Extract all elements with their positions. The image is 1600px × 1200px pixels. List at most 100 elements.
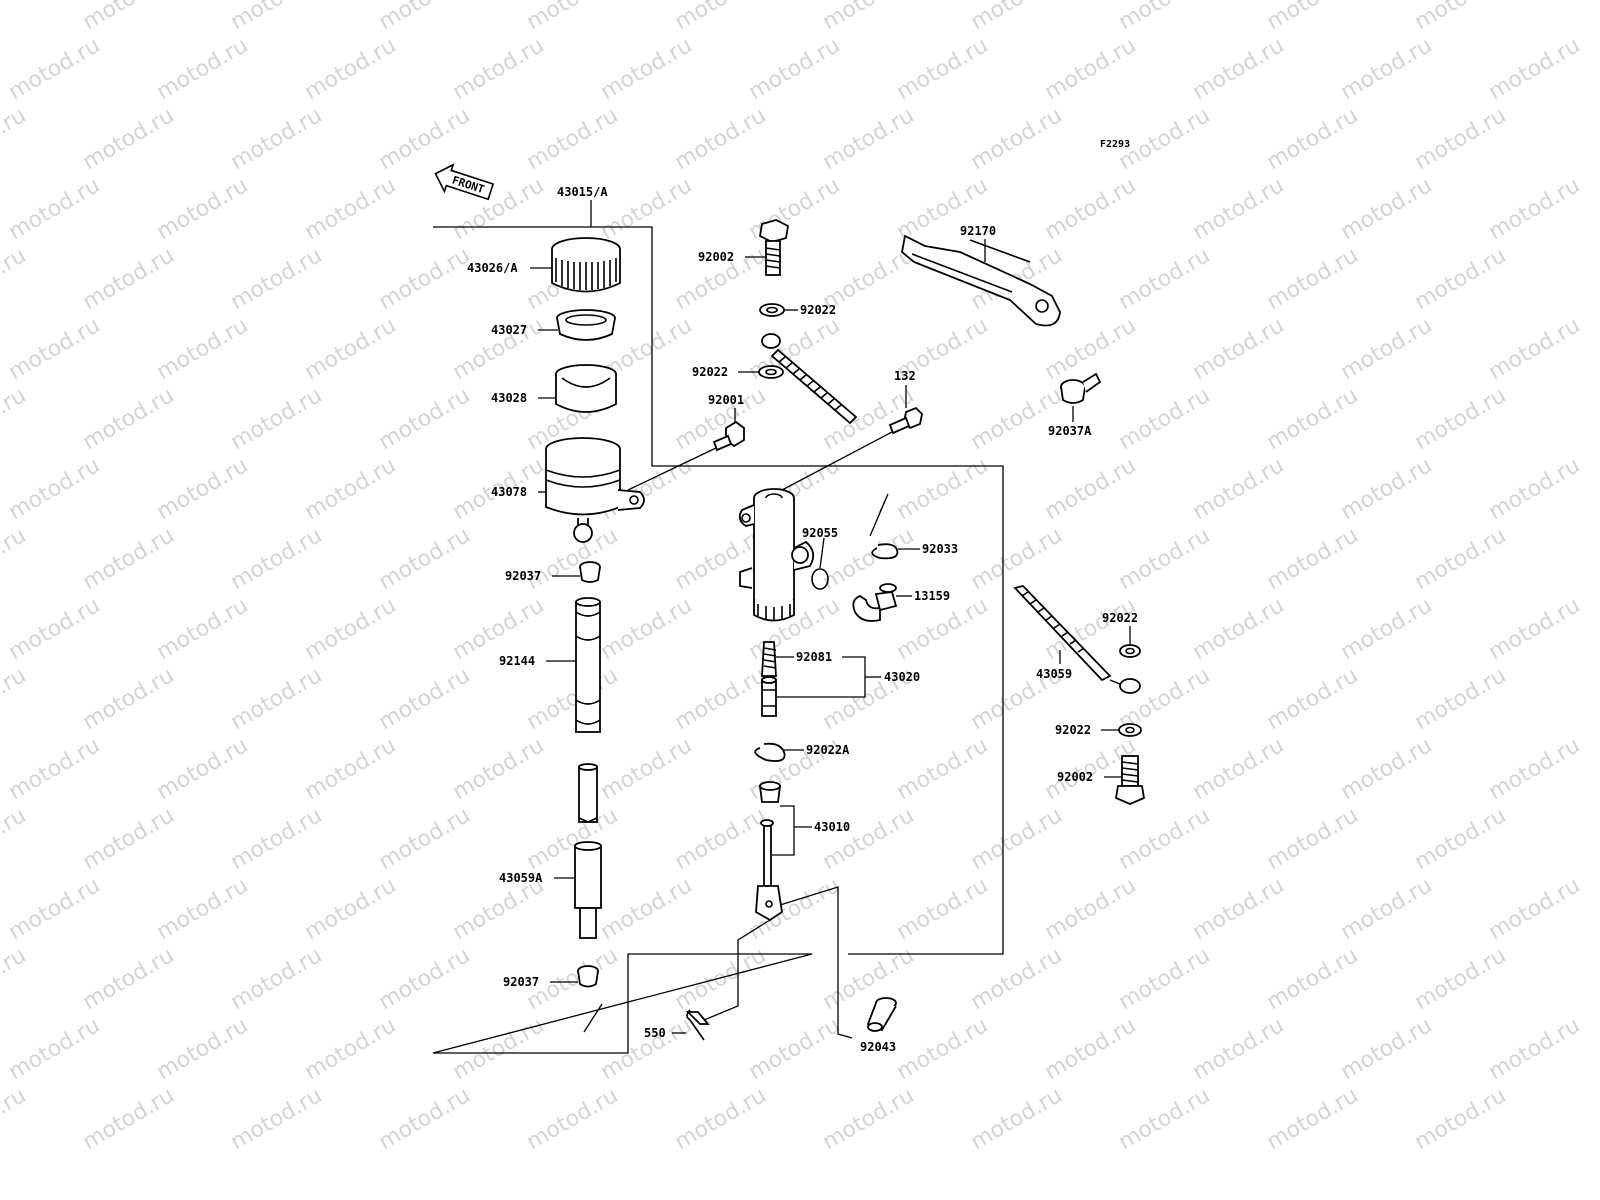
label-43059a: 43059A xyxy=(499,871,543,885)
diagram-code: F2293 xyxy=(1100,139,1130,150)
watermark-text: motod.ru xyxy=(967,103,1067,175)
o-ring-leader xyxy=(819,537,825,569)
watermark-text: motod.ru xyxy=(0,803,30,875)
watermark-text: motod.ru xyxy=(1263,523,1363,595)
watermark-text: motod.ru xyxy=(153,173,253,245)
label-92022-b: 92022 xyxy=(692,365,728,379)
watermark-text: motod.ru xyxy=(819,0,919,35)
watermark-text: motod.ru xyxy=(375,103,475,175)
label-132: 132 xyxy=(894,369,916,383)
watermark-text: motod.ru xyxy=(1041,873,1141,945)
watermark-text: motod.ru xyxy=(1411,383,1511,455)
washer-part-a-hole xyxy=(766,306,778,314)
watermark-text: motod.ru xyxy=(893,1013,993,1085)
watermark-text: motod.ru xyxy=(1263,803,1363,875)
watermark-text: motod.ru xyxy=(1337,33,1437,105)
watermark-text: motod.ru xyxy=(597,593,697,665)
watermark-text: motod.ru xyxy=(227,1083,327,1155)
watermark-text: motod.ru xyxy=(1337,1013,1437,1085)
watermark-text: motod.ru xyxy=(1411,663,1511,735)
hose-clamp-part-bottom xyxy=(577,965,603,1033)
master-cylinder-part xyxy=(738,488,815,622)
watermark-text: motod.ru xyxy=(893,33,993,105)
watermark-text: motod.ru xyxy=(1485,593,1585,665)
watermark-text: motod.ru xyxy=(375,663,475,735)
reservoir-hose-part xyxy=(575,597,601,733)
watermark-text: motod.ru xyxy=(1041,1013,1141,1085)
label-43010: 43010 xyxy=(814,820,850,834)
watermark-text: motod.ru xyxy=(1263,243,1363,315)
watermark-text: motod.ru xyxy=(375,1083,475,1155)
watermark-text: motod.ru xyxy=(227,523,327,595)
watermark-text: motod.ru xyxy=(1189,173,1289,245)
watermark-text: motod.ru xyxy=(449,33,549,105)
watermark-text: motod.ru xyxy=(1189,873,1289,945)
watermark-text: motod.ru xyxy=(1189,313,1289,385)
brake-hose-part-right xyxy=(1013,585,1141,694)
watermark-text: motod.ru xyxy=(0,0,30,35)
label-43059: 43059 xyxy=(1036,667,1072,681)
watermark-text: motod.ru xyxy=(1189,733,1289,805)
watermark-text: motod.ru xyxy=(79,943,179,1015)
watermark-text: motod.ru xyxy=(0,383,30,455)
watermark-text: motod.ru xyxy=(301,873,401,945)
watermark-text: motod.ru xyxy=(153,733,253,805)
diaphragm-plate-part xyxy=(556,309,616,341)
label-92002-bottom: 92002 xyxy=(1057,770,1093,784)
watermark-text: motod.ru xyxy=(523,663,623,735)
watermark-text: motod.ru xyxy=(227,243,327,315)
watermark-text: motod.ru xyxy=(1263,943,1363,1015)
watermark-text: motod.ru xyxy=(301,593,401,665)
watermark-text: motod.ru xyxy=(1337,593,1437,665)
watermark-text: motod.ru xyxy=(301,1013,401,1085)
front-arrow-icon: FRONT xyxy=(434,163,495,201)
watermark-text: motod.ru xyxy=(0,523,30,595)
watermark-text: motod.ru xyxy=(79,803,179,875)
watermark-text: motod.ru xyxy=(0,243,30,315)
watermark-text: motod.ru xyxy=(1115,383,1215,455)
watermark-text: motod.ru xyxy=(893,733,993,805)
callouts: 43015/A 43026/A 43027 43028 43078 92037 … xyxy=(467,185,1138,1054)
watermark-text: motod.ru xyxy=(301,453,401,525)
watermark-text: motod.ru xyxy=(1189,593,1289,665)
watermark-text: motod.ru xyxy=(0,1083,30,1155)
watermark-text: motod.ru xyxy=(1485,313,1585,385)
watermark-text: motod.ru xyxy=(227,0,327,35)
watermark-text: motod.ru xyxy=(1337,873,1437,945)
watermark-text: motod.ru xyxy=(375,523,475,595)
watermark-text: motod.ru xyxy=(153,33,253,105)
label-92144: 92144 xyxy=(499,654,535,668)
watermark-text: motod.ru xyxy=(1115,0,1215,35)
watermark-text: motod.ru xyxy=(1115,943,1215,1015)
watermark-text: motod.ru xyxy=(1337,733,1437,805)
elbow-fitting-part xyxy=(852,583,898,622)
hose-clamp-part-top xyxy=(579,561,601,583)
watermark-text: motod.ru xyxy=(301,733,401,805)
label-43027: 43027 xyxy=(491,323,527,337)
watermark-text: motod.ru xyxy=(671,803,771,875)
bolt-132-part xyxy=(781,406,923,491)
mounting-bolt-part xyxy=(627,420,745,491)
watermark-text: motod.ru xyxy=(301,33,401,105)
watermark-text: motod.ru xyxy=(79,243,179,315)
washer-part-d-hole xyxy=(1125,726,1135,734)
watermark-text: motod.ru xyxy=(1411,0,1511,35)
label-92055: 92055 xyxy=(802,526,838,540)
watermark-text: motod.ru xyxy=(1115,1083,1215,1155)
watermark-text: motod.ru xyxy=(1263,663,1363,735)
watermark-text: motod.ru xyxy=(153,313,253,385)
watermark-text: motod.ru xyxy=(671,103,771,175)
banjo-bolt-part-top xyxy=(759,219,789,276)
watermark-text: motod.ru xyxy=(1115,523,1215,595)
watermark-text: motod.ru xyxy=(967,383,1067,455)
watermark-text: motod.ru xyxy=(227,663,327,735)
watermark-text: motod.ru xyxy=(153,873,253,945)
watermark-text: motod.ru xyxy=(1485,453,1585,525)
washer-part-b xyxy=(758,365,784,379)
watermark-text: motod.ru xyxy=(449,1013,549,1085)
lower-pipe-part xyxy=(574,763,602,939)
watermark-text: motod.ru xyxy=(153,1013,253,1085)
watermark-text: motod.ru xyxy=(1041,313,1141,385)
watermark-text: motod.ru xyxy=(1189,1013,1289,1085)
label-43026a: 43026/A xyxy=(467,261,518,275)
